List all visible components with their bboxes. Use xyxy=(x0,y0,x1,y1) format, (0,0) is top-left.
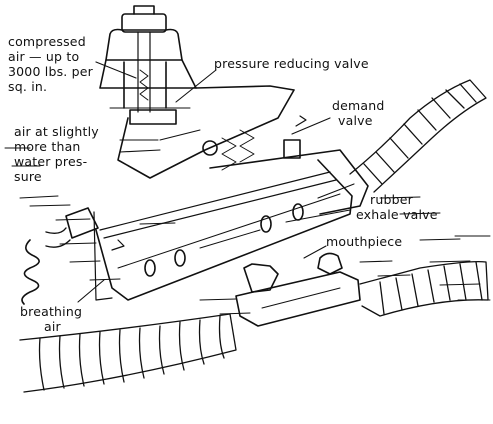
label-compressed-air: compressed air — up to 3000 lbs. per sq.… xyxy=(8,34,94,94)
leader-lines xyxy=(77,61,355,303)
breathing-hose-upper xyxy=(349,79,487,193)
pressure-reducing-valve-drawing xyxy=(99,5,197,125)
label-breathing-air: breathing air xyxy=(20,304,83,334)
label-pressure-reducing-valve: pressure reducing valve xyxy=(214,56,369,71)
airflow-arrows xyxy=(111,115,307,251)
breathing-hose-lower xyxy=(19,260,489,393)
mouthpiece-drawing xyxy=(235,252,361,327)
label-demand-valve: demand valve xyxy=(332,98,385,128)
water-hatching xyxy=(4,147,491,315)
left-hose-stub xyxy=(45,227,71,248)
regulator-body-drawing xyxy=(65,85,369,301)
left-wavy-line xyxy=(21,239,40,305)
label-rubber-exhale-valve: rubber exhale valve xyxy=(356,192,438,222)
label-air-slightly-more: air at slightly more than water pres- su… xyxy=(14,124,99,184)
label-mouthpiece: mouthpiece xyxy=(326,234,403,249)
